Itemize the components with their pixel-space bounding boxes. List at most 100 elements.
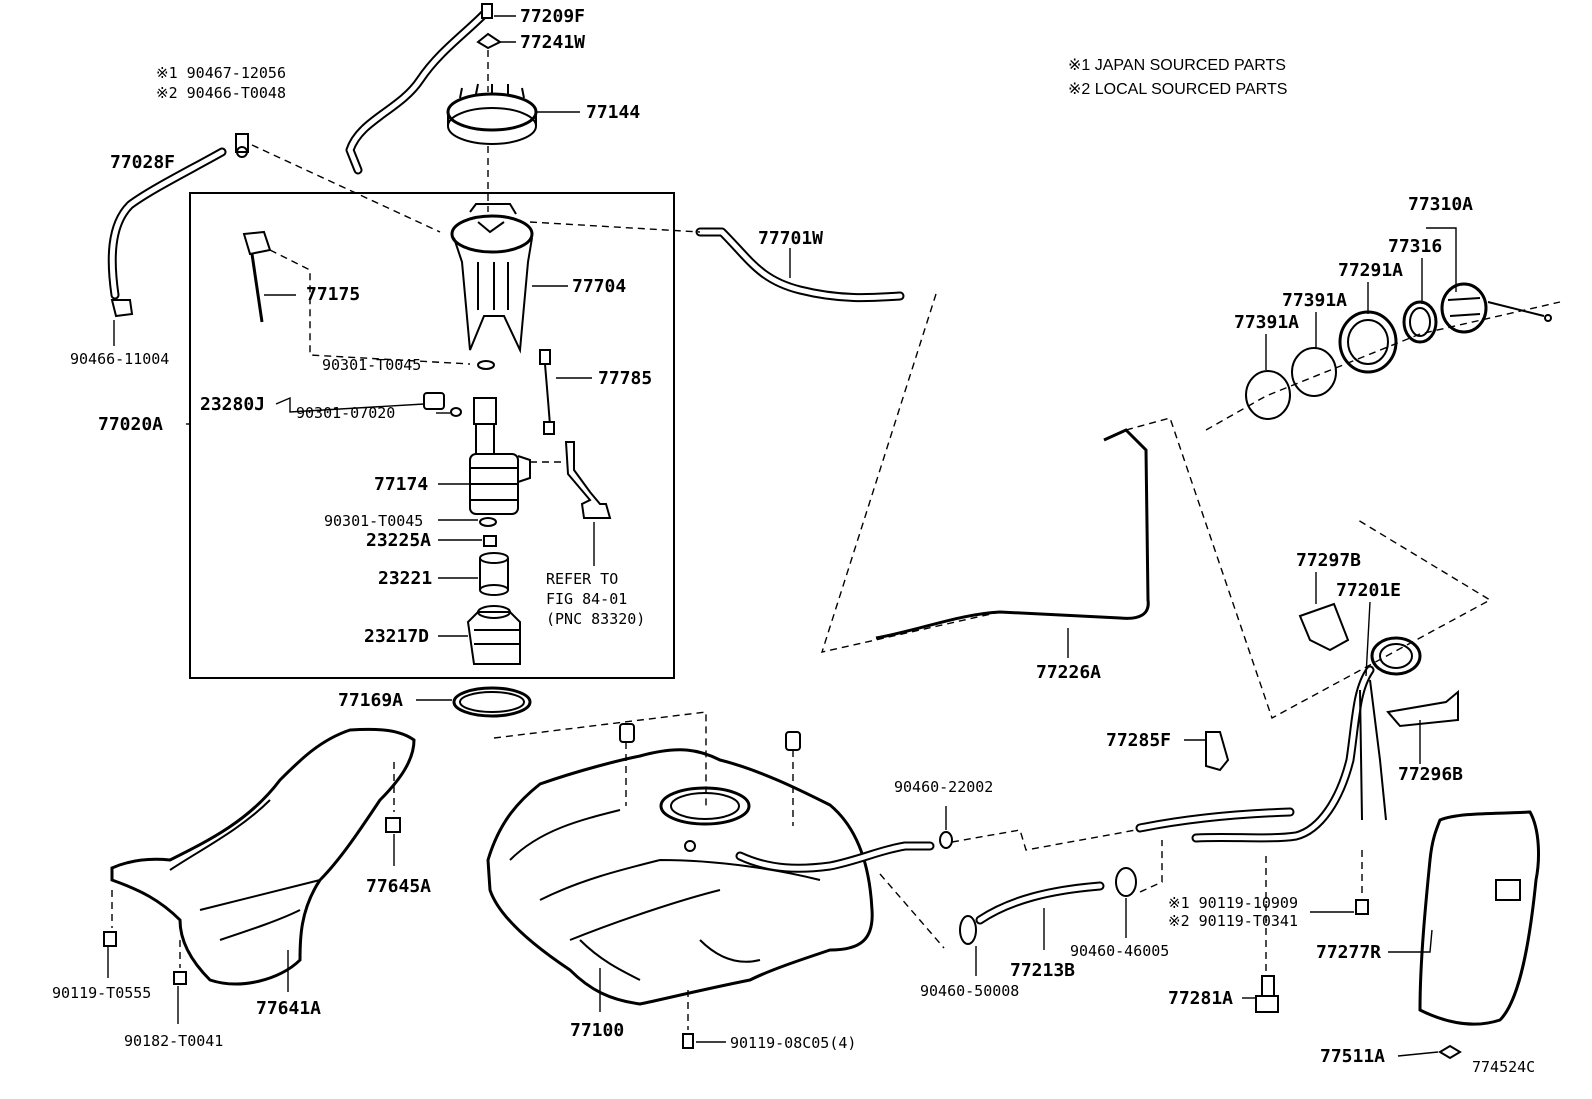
ring-77316 <box>1402 300 1438 344</box>
legend-local-sourced: ※2 LOCAL SOURCED PARTS <box>1068 81 1287 98</box>
label-77701W: 77701W <box>758 228 823 249</box>
clip-77511A <box>1438 1044 1462 1060</box>
label-77277R: 77277R <box>1316 942 1381 963</box>
disc-77391A-lower <box>1245 370 1291 420</box>
label-77785: 77785 <box>598 368 652 389</box>
label-77213B: 77213B <box>1010 960 1075 981</box>
label-90460-22002: 90460-22002 <box>894 778 993 796</box>
fuel-filter-23217D <box>466 605 521 665</box>
label-77144: 77144 <box>586 102 640 123</box>
label-77391A-upper: 77391A <box>1282 290 1347 311</box>
label-90182-T0041: 90182-T0041 <box>124 1032 223 1050</box>
protector-77277R <box>1418 810 1540 1026</box>
label-77310A: 77310A <box>1408 194 1473 215</box>
fuel-pump-bracket-77704 <box>450 203 534 354</box>
label-77645A: 77645A <box>366 876 431 897</box>
lock-ring-77144 <box>446 83 538 145</box>
label-90467-12056: ※1 90467-12056 <box>156 64 286 82</box>
label-77175: 77175 <box>306 284 360 305</box>
legend-japan-sourced: ※1 JAPAN SOURCED PARTS <box>1068 57 1286 74</box>
label-77704: 77704 <box>572 276 626 297</box>
label-77391A-lower: 77391A <box>1234 312 1299 333</box>
tube-upper-filler <box>1135 807 1295 833</box>
bracket-77297B <box>1298 602 1350 652</box>
label-77100: 77100 <box>570 1020 624 1041</box>
label-23280J: 23280J <box>200 394 265 415</box>
leader-lines <box>107 15 1457 1057</box>
hose-77028F <box>107 147 227 318</box>
hose-77701W <box>695 227 905 303</box>
bolt-90119-08C05 <box>682 1033 694 1049</box>
pressure-regulator-23280J <box>423 392 462 417</box>
label-90119-08C05: 90119-08C05(4) <box>730 1034 856 1052</box>
label-77169A: 77169A <box>338 690 403 711</box>
label-90460-46005: 90460-46005 <box>1070 942 1169 960</box>
clamp-90460-50008 <box>959 915 977 945</box>
label-23225A: 23225A <box>366 530 431 551</box>
vent-hose-77209F <box>345 3 493 175</box>
reference-note-line1: REFER TO <box>546 570 618 588</box>
clamp-90467 <box>235 133 249 158</box>
label-77226A: 77226A <box>1036 662 1101 683</box>
bracket-77296B <box>1386 689 1459 728</box>
clamp-90460-46005 <box>1115 867 1137 897</box>
label-77297B: 77297B <box>1296 550 1361 571</box>
label-77201E: 77201E <box>1336 580 1401 601</box>
nut-77645A <box>385 817 401 833</box>
bolt-90119-T0555 <box>103 931 117 947</box>
label-77209F: 77209F <box>520 6 585 27</box>
clip-77241W <box>476 32 502 50</box>
figure-id: 774524C <box>1472 1058 1535 1076</box>
grommet-right <box>785 731 801 751</box>
label-77028F: 77028F <box>110 152 175 173</box>
label-77281A: 77281A <box>1168 988 1233 1009</box>
label-90301-07020: 90301-07020 <box>296 404 395 422</box>
filler-pipe-77201E <box>1191 636 1422 843</box>
label-77241W: 77241W <box>520 32 585 53</box>
fuel-tank-77100 <box>486 748 874 1006</box>
label-77285F: 77285F <box>1106 730 1171 751</box>
reference-note-line2: FIG 84-01 <box>546 590 627 608</box>
label-23217D: 23217D <box>364 626 429 647</box>
o-ring-90301-T0045-lower <box>479 517 497 527</box>
label-90119-T0555: 90119-T0555 <box>52 984 151 1002</box>
label-77174: 77174 <box>374 474 428 495</box>
disc-77391A-upper <box>1291 347 1337 397</box>
label-90119-T0341: ※2 90119-T0341 <box>1168 912 1298 930</box>
float-arm-referenced <box>564 441 612 519</box>
filler-hose-77213B <box>975 881 1105 925</box>
label-90301-T0045-lower: 90301-T0045 <box>324 512 423 530</box>
nut-90182-T0041 <box>173 971 187 985</box>
wire-harness-77785 <box>539 349 555 435</box>
bolt-90119-10909 <box>1355 899 1369 915</box>
fuel-pump-assembly-box <box>189 192 675 679</box>
clamp-90460-22002 <box>939 831 953 849</box>
label-23221: 23221 <box>378 568 432 589</box>
tank-hose-upper <box>735 841 935 873</box>
breather-tube-77226A <box>875 428 1150 640</box>
fuel-cap-77310A <box>1440 282 1552 334</box>
label-90301-T0045-upper: 90301-T0045 <box>322 356 421 374</box>
label-90119-10909: ※1 90119-10909 <box>1168 894 1298 912</box>
pump-motor-23221 <box>479 552 509 596</box>
label-77296B: 77296B <box>1398 764 1463 785</box>
heat-shield-77641A <box>110 727 416 986</box>
label-77291A: 77291A <box>1338 260 1403 281</box>
label-90460-50008: 90460-50008 <box>920 982 1019 1000</box>
grommet-left <box>619 723 635 743</box>
gasket-77169A <box>452 686 532 718</box>
sender-gauge-77175 <box>242 230 272 323</box>
cushion-23225A <box>483 535 497 547</box>
label-77641A: 77641A <box>256 998 321 1019</box>
label-77511A: 77511A <box>1320 1046 1385 1067</box>
clip-77285F <box>1205 731 1230 772</box>
fuel-pump-77174 <box>469 397 531 515</box>
label-90466-11004: 90466-11004 <box>70 350 169 368</box>
bolt-77281A <box>1255 975 1279 1013</box>
label-77020A: 77020A <box>98 414 163 435</box>
label-77316: 77316 <box>1388 236 1442 257</box>
o-ring-90301-T0045-upper <box>477 360 495 370</box>
reference-note-line3: (PNC 83320) <box>546 610 645 628</box>
label-90466-T0048: ※2 90466-T0048 <box>156 84 286 102</box>
